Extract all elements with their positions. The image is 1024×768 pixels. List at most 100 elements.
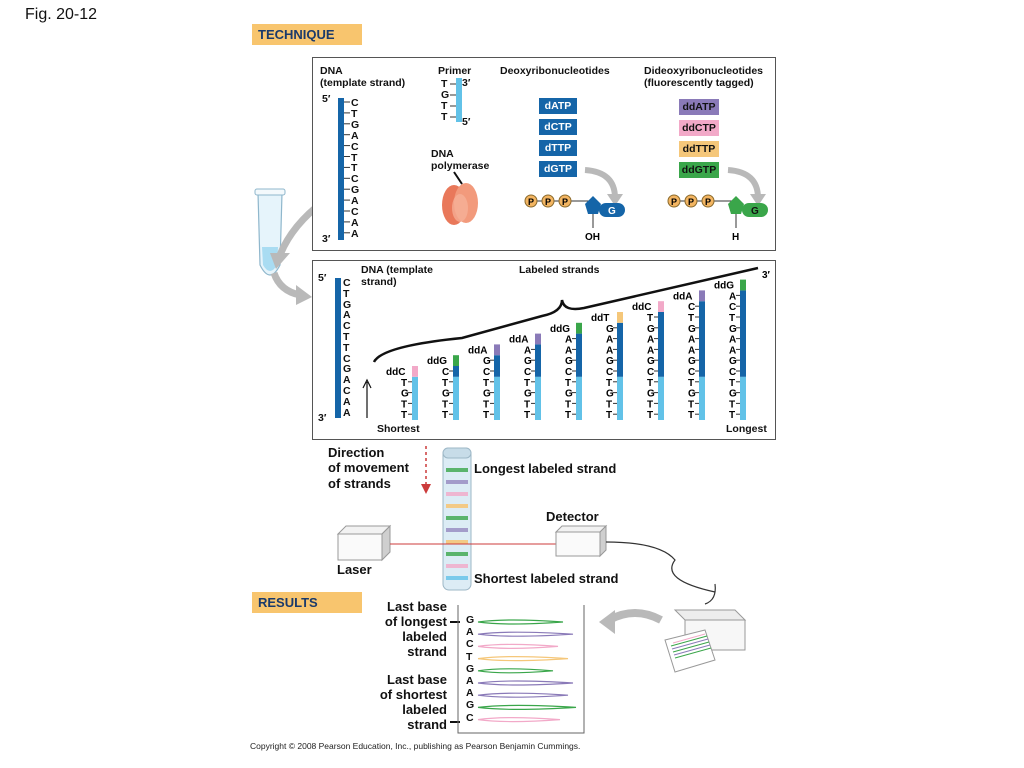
strand-base: G <box>729 356 737 367</box>
strand-base: T <box>401 410 407 421</box>
synthesized-segment <box>535 344 541 377</box>
three-prime-label: 3′ <box>322 233 331 245</box>
mid-template-base: T <box>343 341 350 354</box>
primer-base: T <box>441 110 448 123</box>
strand-base: A <box>606 335 613 346</box>
last-long-1: Last base <box>387 599 447 614</box>
polymerase-sublabel: polymerase <box>431 160 490 172</box>
strand-base: A <box>688 345 695 356</box>
chromatogram-peak <box>477 643 559 649</box>
dideoxy-item: ddTTP <box>679 141 719 157</box>
dideoxy-tag <box>453 355 459 366</box>
strand-base: A <box>729 335 736 346</box>
template-base: C <box>351 173 359 186</box>
mid-template-base: C <box>343 352 351 365</box>
strands-svg: 3′ddCTGTTddGCTGTTddAGCTGTTddAAGCTGTTddGA… <box>362 266 771 421</box>
direction-label-2: of movement <box>328 460 409 475</box>
strand-base: G <box>606 389 614 400</box>
technique-tag: TECHNIQUE <box>252 24 362 45</box>
strand-base: T <box>401 399 407 410</box>
strand-end-label: ddC <box>632 302 651 313</box>
ddgtp-structure: P P P G H <box>667 167 768 243</box>
strand-base: T <box>565 410 571 421</box>
strand-base: G <box>606 324 614 335</box>
strand-end-label: ddA <box>673 291 692 302</box>
direction-label-3: of strands <box>328 476 391 491</box>
template-base: G <box>351 184 360 197</box>
strand-base: T <box>729 410 735 421</box>
dna-label: DNA <box>320 65 343 77</box>
detector-icon <box>555 531 601 557</box>
strand-base: G <box>647 324 655 335</box>
strand-base: C <box>729 367 736 378</box>
primer-segment <box>494 376 500 420</box>
mid-five-prime: 5′ <box>318 272 327 284</box>
read-base: G <box>466 614 475 626</box>
phosphate-2: P <box>545 197 551 207</box>
base-g-d: G <box>608 206 616 217</box>
strand-base: T <box>647 399 653 410</box>
direction-arrow-icon <box>421 446 431 494</box>
dideoxy-tag <box>617 312 623 323</box>
strand-base: T <box>606 399 612 410</box>
last-short-3: labeled <box>402 702 447 717</box>
strand-base: C <box>647 367 654 378</box>
strand-base: G <box>688 389 696 400</box>
shortest-label: Shortest <box>377 423 420 435</box>
h-label: H <box>732 232 739 243</box>
strand-base: T <box>606 378 612 389</box>
strand-base: T <box>565 399 571 410</box>
mid-template-base: C <box>343 320 351 333</box>
strand-base: C <box>442 367 449 378</box>
synthesized-segment <box>453 366 459 377</box>
primer-base: G <box>441 88 450 101</box>
strand-base: T <box>647 378 653 389</box>
polymerase-label: DNA <box>431 148 454 160</box>
strand-base: C <box>565 367 572 378</box>
longest-three-prime: 3′ <box>762 270 771 281</box>
chromatogram <box>450 605 585 734</box>
primer-segment <box>453 376 459 420</box>
mid-template-base: T <box>343 287 350 300</box>
deoxy-label: Deoxyribonucleotides <box>500 65 610 77</box>
strand-base: T <box>606 410 612 421</box>
mid-template-base: G <box>343 298 352 311</box>
chromatogram-peak <box>477 704 577 710</box>
synthesized-segment <box>576 333 582 377</box>
strand-base: A <box>524 345 531 356</box>
strand-base: G <box>401 389 409 400</box>
chromatogram-peak <box>477 717 561 723</box>
strand-base: T <box>647 410 653 421</box>
strand-base: C <box>483 367 490 378</box>
chromatogram-peak <box>477 631 574 637</box>
labeled-strands-panel <box>312 260 776 440</box>
laser-detector-svg <box>336 524 716 593</box>
dideoxy-item: ddATP <box>679 99 719 115</box>
labeled-strands-label: Labeled strands <box>519 264 600 276</box>
read-base: A <box>466 687 474 700</box>
longest-strand-label: Longest labeled strand <box>474 461 617 476</box>
strand-end-label: ddG <box>550 324 570 335</box>
synthesized-segment <box>658 312 664 377</box>
strand-base: T <box>688 399 694 410</box>
primer-label: Primer <box>438 65 472 77</box>
dna-sublabel: (template strand) <box>320 77 406 89</box>
strand-base: T <box>442 399 448 410</box>
strand-base: G <box>524 356 532 367</box>
strand-end-label: ddG <box>427 356 447 367</box>
strand-base: T <box>729 313 735 324</box>
last-long-3: labeled <box>402 629 447 644</box>
mid-template-base: C <box>343 277 351 289</box>
strand-base: A <box>647 335 654 346</box>
template-base: A <box>351 227 359 240</box>
strand-base: T <box>729 399 735 410</box>
mid-template-base: A <box>343 309 351 322</box>
dideoxy-tag <box>740 279 746 291</box>
results-tag: RESULTS <box>252 592 362 613</box>
strand-base: A <box>565 335 572 346</box>
five-prime-label: 5′ <box>322 93 331 105</box>
printer-icon <box>599 583 747 673</box>
strand-base: T <box>688 410 694 421</box>
chromatogram-peak <box>477 680 574 686</box>
read-base: G <box>466 662 475 675</box>
